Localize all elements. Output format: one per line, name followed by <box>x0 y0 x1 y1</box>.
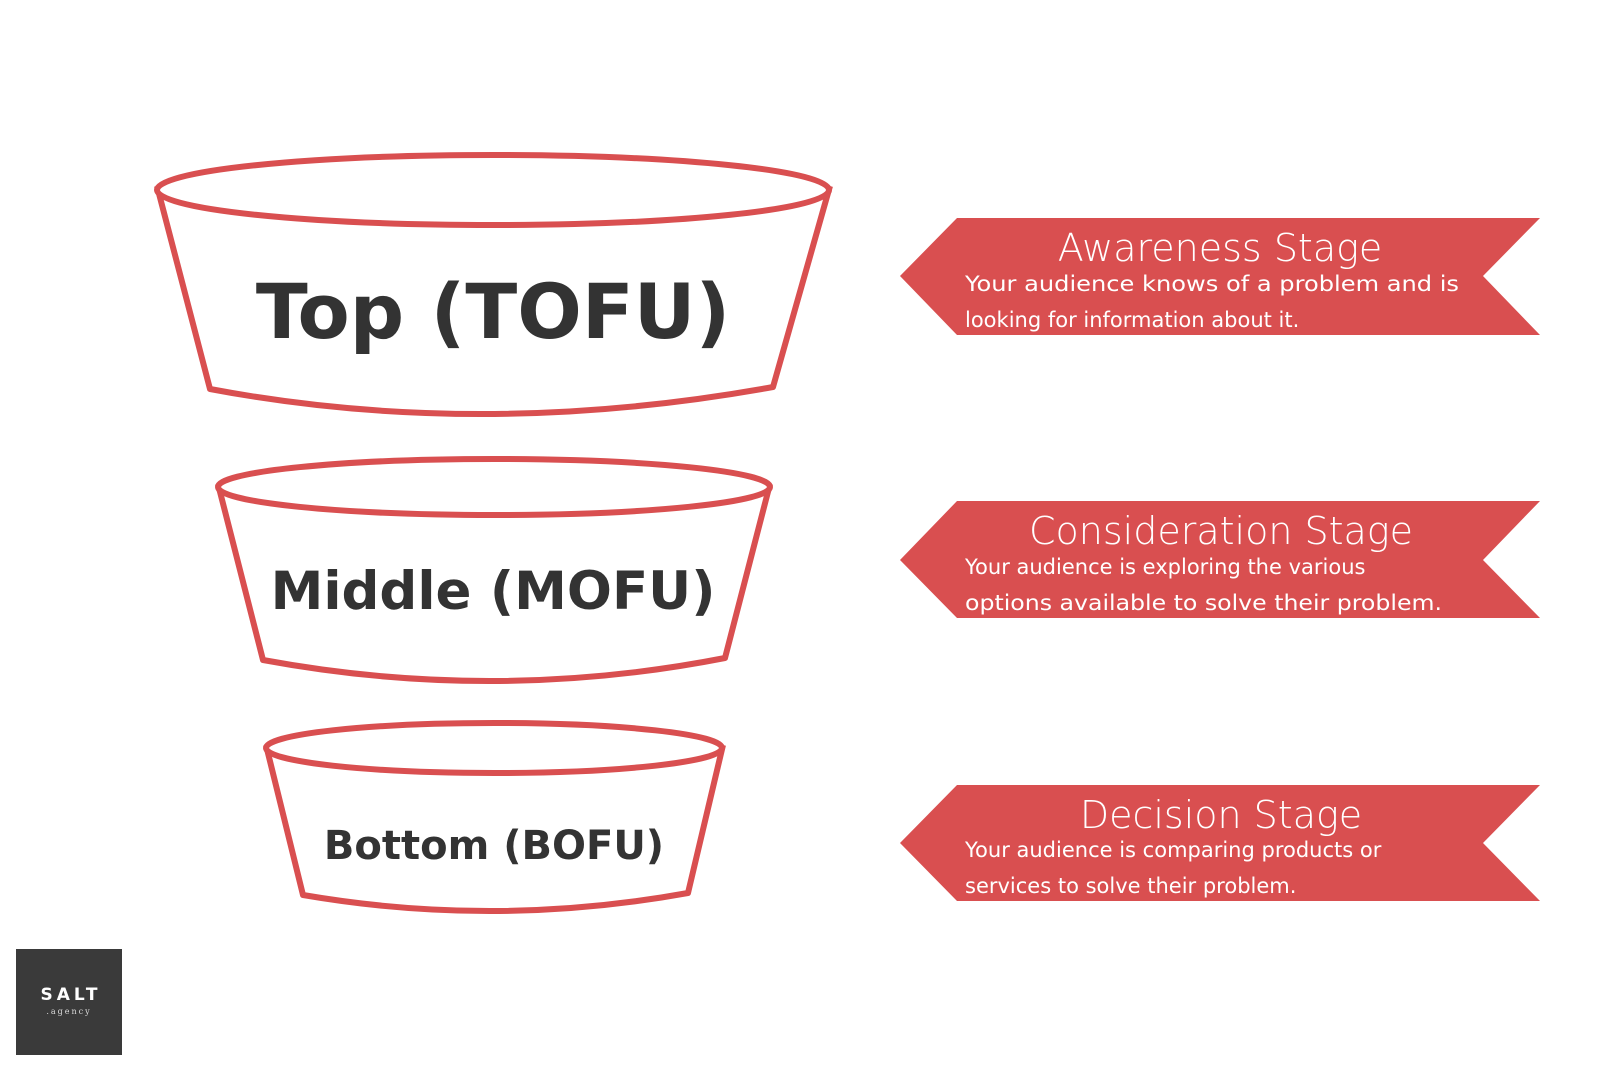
decision-stage-description-line-1: Your audience is comparing products or <box>964 838 1382 862</box>
consideration-stage-description-line-1: Your audience is exploring the various <box>964 555 1365 579</box>
logo-name: SALT <box>40 985 102 1005</box>
consideration-banner-shape <box>900 501 1540 618</box>
funnel-bottom-section: Bottom (BOFU) <box>263 720 726 914</box>
stage-banner-decision: Decision Stage Your audience is comparin… <box>900 785 1540 901</box>
funnel-top-rim <box>154 152 832 228</box>
funnel-middle-outline <box>215 483 773 684</box>
funnel-middle-label: Middle (MOFU) <box>271 561 716 622</box>
decision-stage-title: Decision Stage <box>1080 793 1362 837</box>
stage-banner-awareness: Awareness Stage Your audience knows of a… <box>900 218 1540 335</box>
funnel-top-label: Top (TOFU) <box>256 267 730 356</box>
funnel-bottom-rim <box>263 720 725 776</box>
decision-stage-description-line-2: services to solve their problem. <box>965 874 1296 898</box>
funnel-middle-rim <box>215 456 773 518</box>
funnel-bottom-outline <box>263 744 726 914</box>
funnel-bottom-label: Bottom (BOFU) <box>324 823 664 869</box>
decision-banner-shape <box>900 785 1540 901</box>
funnel-top-section: Top (TOFU) <box>154 152 833 417</box>
logo-subtitle: .agency <box>46 1007 92 1016</box>
consideration-stage-title: Consideration Stage <box>1029 509 1413 553</box>
stage-banner-consideration: Consideration Stage Your audience is exp… <box>900 501 1540 618</box>
awareness-stage-description-line-2: looking for information about it. <box>965 308 1299 332</box>
funnel-top-outline <box>154 185 833 417</box>
consideration-stage-description-line-2: options available to solve their problem… <box>965 591 1442 615</box>
funnel-middle-section: Middle (MOFU) <box>215 456 773 684</box>
awareness-stage-title: Awareness Stage <box>1058 226 1383 270</box>
salt-agency-logo: SALT .agency <box>16 949 122 1055</box>
awareness-banner-shape <box>900 218 1540 335</box>
awareness-stage-description-line-1: Your audience knows of a problem and is <box>964 272 1459 296</box>
